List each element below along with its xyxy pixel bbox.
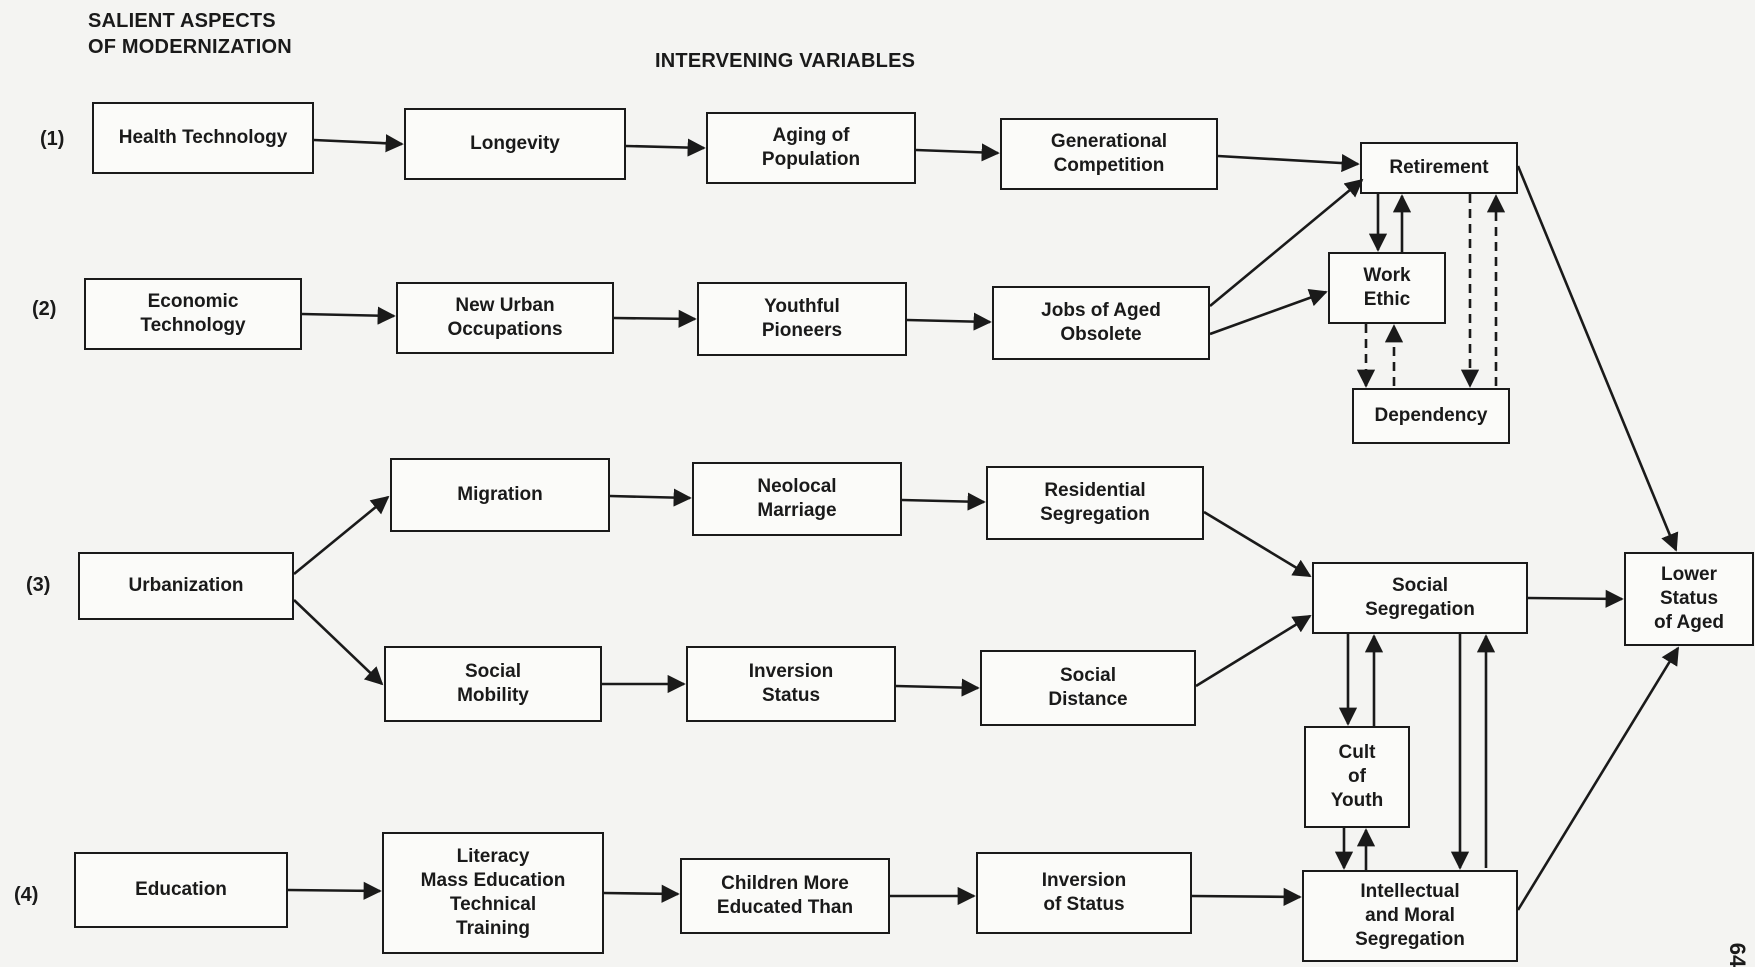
arrow-retirement-to-lower-status	[1516, 165, 1679, 552]
box-social-segregation: Social Segregation	[1312, 562, 1528, 634]
arrow-economic-to-occupations	[301, 306, 396, 325]
arrow-pioneers-to-jobs	[906, 312, 992, 331]
arrow-aging-to-competition	[915, 143, 1000, 162]
arrow-intellectual-to-lower-status	[1516, 646, 1680, 911]
row-label-2: (2)	[32, 298, 57, 320]
box-migration: Migration	[390, 458, 610, 532]
arrow-urbanization-to-migration	[293, 495, 390, 576]
box-literacy-mass-education: Literacy Mass Education Technical Traini…	[382, 832, 604, 954]
box-social-mobility: Social Mobility	[384, 646, 602, 722]
box-education: Education	[74, 852, 288, 928]
arrow-inversion-to-intellectual	[1191, 887, 1302, 906]
box-longevity: Longevity	[404, 108, 626, 180]
box-cult-of-youth: Cult of Youth	[1304, 726, 1410, 828]
box-work-ethic: Work Ethic	[1328, 252, 1446, 324]
box-neolocal-marriage: Neolocal Marriage	[692, 462, 902, 536]
box-retirement: Retirement	[1360, 142, 1518, 194]
row-label-1: (1)	[40, 128, 65, 150]
box-new-urban-occupations: New Urban Occupations	[396, 282, 614, 354]
arrow-education-to-literacy	[287, 881, 382, 900]
box-residential-segregation: Residential Segregation	[986, 466, 1204, 540]
row-label-3: (3)	[26, 574, 51, 596]
box-aging-of-population: Aging of Population	[706, 112, 916, 184]
page-number: 64	[1724, 942, 1750, 967]
arrow-longevity-to-aging	[625, 138, 706, 157]
box-jobs-of-aged-obsolete: Jobs of Aged Obsolete	[992, 286, 1210, 360]
box-social-distance: Social Distance	[980, 650, 1196, 726]
box-inversion-status: Inversion Status	[686, 646, 896, 722]
arrow-distance-to-social-seg	[1195, 614, 1312, 688]
intervening-variables-header: INTERVENING VARIABLES	[655, 50, 916, 72]
arrow-marriage-to-residential	[901, 492, 986, 511]
arrow-social-seg-to-lower-status	[1527, 589, 1624, 608]
arrow-residential-to-social-seg	[1203, 510, 1312, 578]
arrow-inversion-to-distance	[895, 678, 980, 697]
arrow-literacy-to-children	[603, 884, 680, 903]
box-lower-status-of-aged: Lower Status of Aged	[1624, 552, 1754, 646]
box-intellectual-moral-segregation: Intellectual and Moral Segregation	[1302, 870, 1518, 962]
arrow-migration-to-marriage	[609, 488, 692, 507]
box-urbanization: Urbanization	[78, 552, 294, 620]
arrow-jobs-to-work-ethic	[1209, 289, 1328, 336]
arrow-health-to-longevity	[313, 134, 404, 153]
box-youthful-pioneers: Youthful Pioneers	[697, 282, 907, 356]
arrow-occupations-to-pioneers	[613, 309, 697, 328]
arrow-competition-to-retirement	[1217, 153, 1360, 173]
box-dependency: Dependency	[1352, 388, 1510, 444]
box-children-more-educated: Children More Educated Than	[680, 858, 890, 934]
salient-aspects-header: SALIENT ASPECTS OF MODERNIZATION	[88, 10, 292, 58]
arrow-jobs-to-retirement	[1209, 178, 1364, 308]
box-economic-technology: Economic Technology	[84, 278, 302, 350]
box-inversion-of-status: Inversion of Status	[976, 852, 1192, 934]
row-label-4: (4)	[14, 884, 39, 906]
box-generational-competition: Generational Competition	[1000, 118, 1218, 190]
box-health-technology: Health Technology	[92, 102, 314, 174]
arrow-urbanization-to-mobility	[293, 599, 384, 686]
